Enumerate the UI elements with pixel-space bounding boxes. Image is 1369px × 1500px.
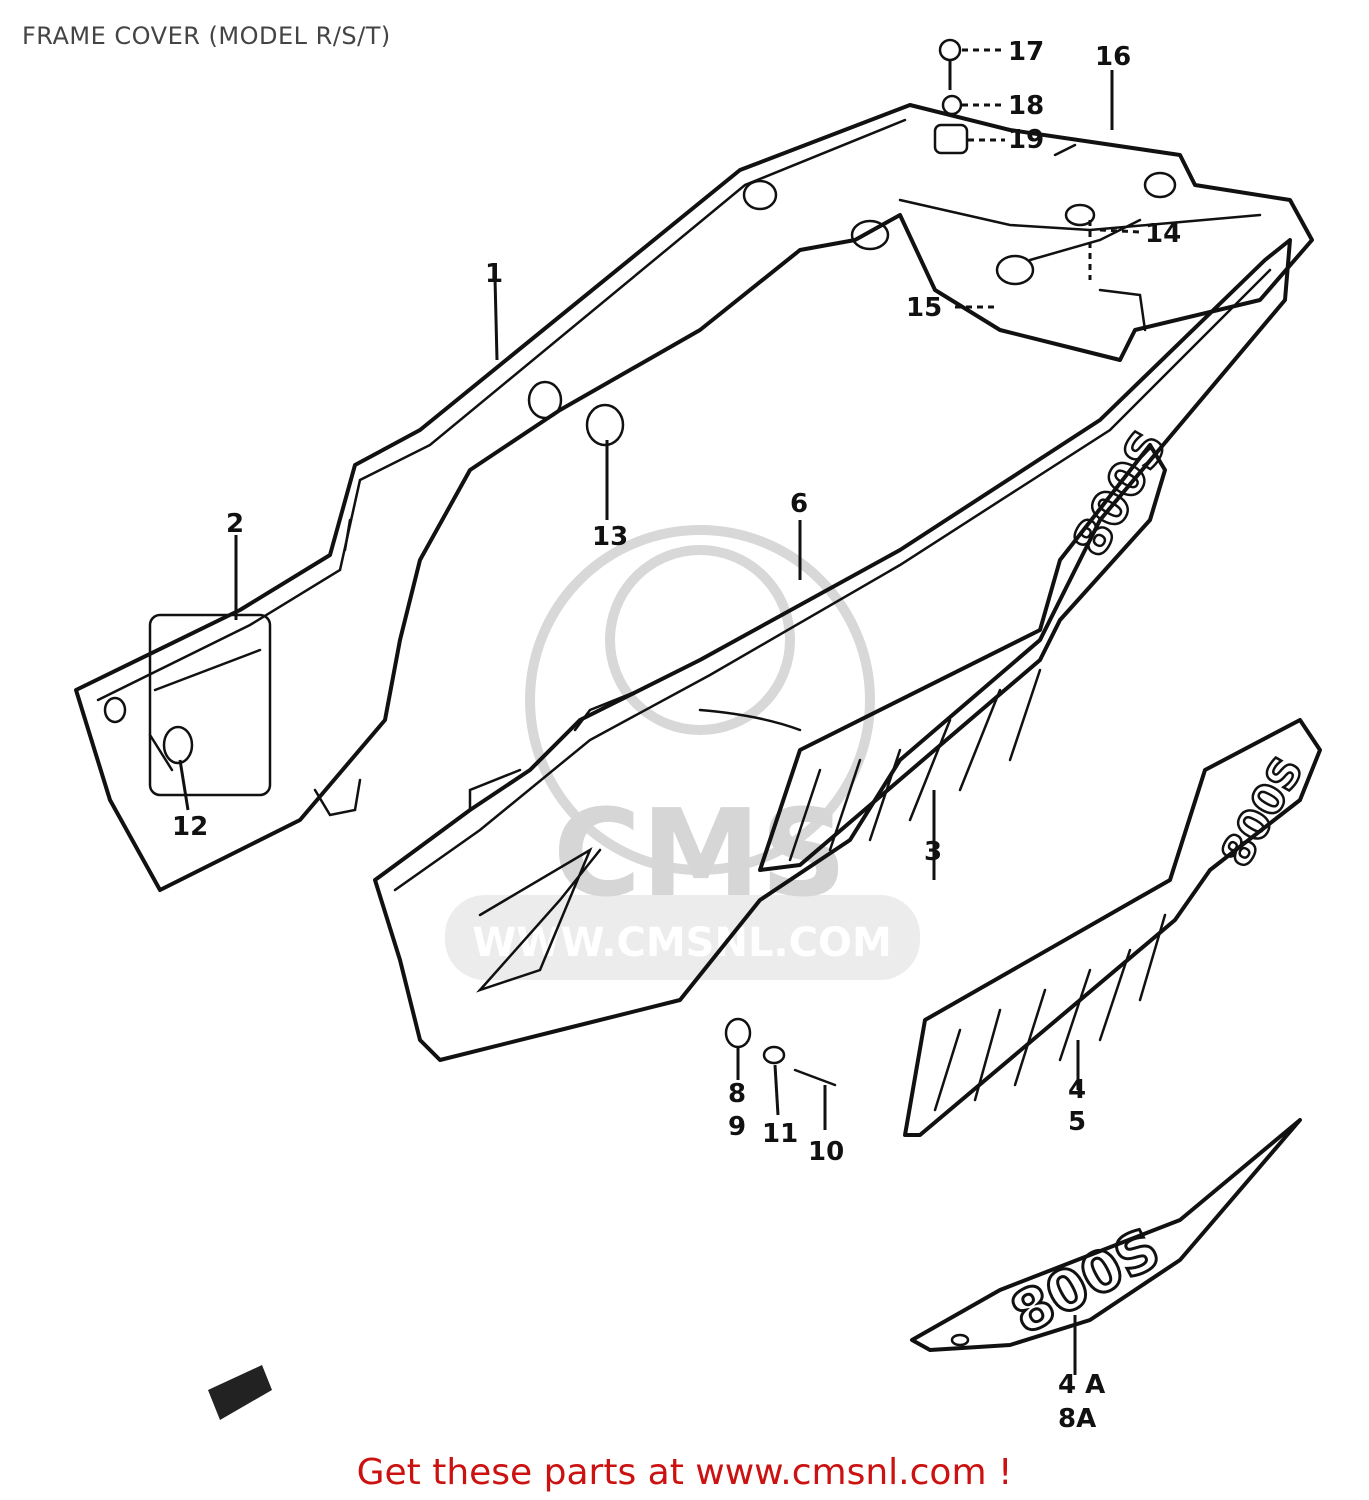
emblem-text: 800S	[1001, 1216, 1170, 1347]
callout-5: 5	[1068, 1107, 1086, 1137]
callout-17: 17	[1008, 37, 1044, 67]
hardware-17-18-19	[933, 38, 1005, 155]
callout-9: 9	[728, 1112, 746, 1142]
hardware-8-9-10-11	[724, 1017, 837, 1130]
callout-12: 12	[172, 812, 208, 842]
callout-8a: 8A	[1058, 1404, 1096, 1434]
loose-pad-piece	[208, 1365, 272, 1420]
watermark-logo: CMS	[553, 785, 847, 924]
callout-16: 16	[1095, 42, 1131, 72]
emblem-part-4a-8a: 800S	[910, 1118, 1302, 1352]
cmsnl-watermark: CMS WWW.CMSNL.COM	[445, 525, 920, 980]
callout-3: 3	[924, 837, 942, 867]
footer-link[interactable]: Get these parts at www.cmsnl.com !	[356, 1452, 1013, 1493]
decal-text-4-5: 800S	[1211, 748, 1312, 875]
side-cover-part-6	[373, 238, 1292, 1062]
callout-14: 14	[1145, 219, 1181, 249]
callout-4: 4	[1068, 1075, 1086, 1105]
callout-13: 13	[592, 522, 628, 552]
callout-18: 18	[1008, 91, 1044, 121]
callout-15: 15	[906, 293, 942, 323]
leader-lines	[178, 70, 1141, 1375]
decal-part-4-5: 800S	[903, 718, 1322, 1137]
callout-8: 8	[728, 1079, 746, 1109]
callout-4a: 4 A	[1058, 1370, 1105, 1400]
callout-19: 19	[1008, 125, 1044, 155]
frame-cover-part-1	[74, 103, 1314, 892]
decal-text-on-cover: 800S	[1062, 421, 1178, 566]
callout-10: 10	[808, 1137, 844, 1167]
callout-1: 1	[485, 259, 503, 289]
callout-2: 2	[226, 509, 244, 539]
callout-6: 6	[790, 489, 808, 519]
watermark-url: WWW.CMSNL.COM	[472, 920, 892, 966]
page-title: FRAME COVER (MODEL R/S/T)	[22, 22, 391, 50]
callout-11: 11	[762, 1119, 798, 1149]
callout-labels: 1 2 3 4 5 4 A 8A 6 8 9 10 11 12 13 14 15…	[172, 37, 1181, 1434]
